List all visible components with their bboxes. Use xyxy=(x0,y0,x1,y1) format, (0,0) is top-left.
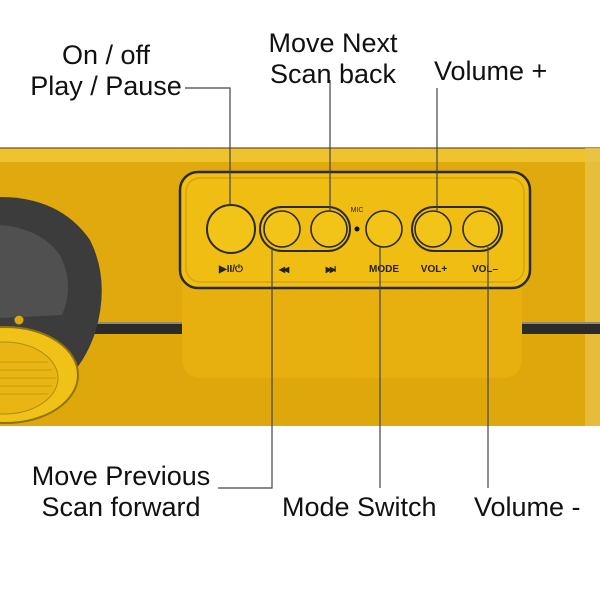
play-pause-button[interactable] xyxy=(206,204,256,254)
callout-mode-line1: Mode Switch xyxy=(282,492,437,522)
callout-power: On / off Play / Pause xyxy=(22,40,190,102)
callout-vol-up-line1: Volume + xyxy=(434,56,548,86)
callout-prev: Move Previous Scan forward xyxy=(22,461,220,523)
mic-label: MIC xyxy=(351,207,364,214)
callout-next: Move Next Scan back xyxy=(262,28,404,90)
callout-next-line1: Move Next xyxy=(268,28,398,58)
device-right-edge xyxy=(585,148,600,426)
callout-next-line2: Scan back xyxy=(269,59,397,89)
prev-next-group xyxy=(259,206,351,252)
callout-vol-up: Volume + xyxy=(434,56,547,87)
speaker-inner xyxy=(0,225,69,318)
volume-group xyxy=(411,206,503,252)
volume-up-icon: VOL+ xyxy=(421,264,448,275)
volume-down-icon: VOL– xyxy=(472,264,499,275)
callout-power-line2: Play / Pause xyxy=(30,71,182,101)
callout-prev-line2: Scan forward xyxy=(41,492,201,522)
previous-button[interactable] xyxy=(263,210,301,248)
play-pause-power-icon: ▶II/⏻ xyxy=(218,263,243,275)
mode-icon: MODE xyxy=(369,264,399,275)
volume-down-button[interactable] xyxy=(462,210,500,248)
device-top-band xyxy=(0,148,600,162)
callout-mode: Mode Switch xyxy=(282,492,437,523)
callout-vol-down-line1: Volume - xyxy=(474,492,581,522)
panel-face-inner xyxy=(185,177,525,283)
mic-hole xyxy=(354,226,360,232)
leader-power xyxy=(185,87,231,205)
mode-button[interactable] xyxy=(365,210,403,248)
callout-power-line1: On / off xyxy=(61,40,151,70)
speaker-grille-lines xyxy=(0,361,56,395)
previous-track-icon: ◀◀ xyxy=(278,265,290,274)
callout-vol-down: Volume - xyxy=(474,492,581,523)
callout-prev-line1: Move Previous xyxy=(31,461,211,491)
next-track-icon: ▶▶I xyxy=(325,265,337,274)
speaker-screw xyxy=(13,314,25,326)
leader-prev xyxy=(218,247,273,489)
volume-up-button[interactable] xyxy=(414,210,452,248)
next-button[interactable] xyxy=(310,210,348,248)
